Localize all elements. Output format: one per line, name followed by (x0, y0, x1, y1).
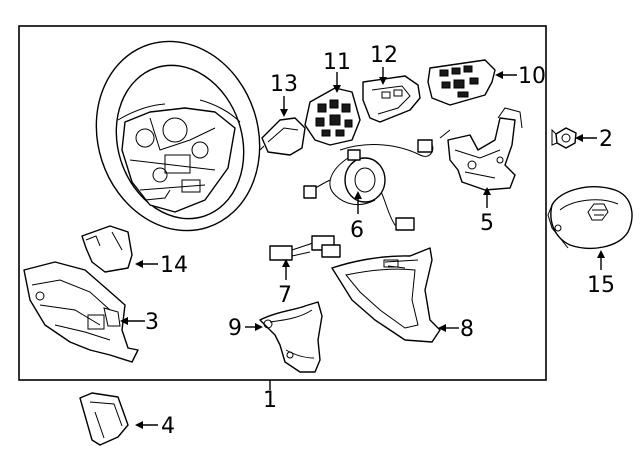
callout-11: 11 (323, 50, 351, 75)
callout-3: 3 (145, 310, 159, 335)
spoke-cover-part-8 (331, 247, 441, 343)
callout-10: 10 (518, 64, 546, 89)
harness-part-7 (269, 235, 341, 261)
callout-6: 6 (350, 218, 364, 243)
callout-9: 9 (228, 316, 242, 341)
right-switch-part-10 (427, 59, 496, 106)
callout-15: 15 (587, 273, 615, 298)
callout-4: 4 (161, 414, 175, 439)
callout-1: 1 (263, 388, 277, 413)
callout-8: 8 (460, 317, 474, 342)
trim-part-4 (79, 392, 129, 446)
callout-7: 7 (278, 283, 292, 308)
wiring-harness-part-6 (303, 139, 434, 231)
switch-cover-part-13 (259, 117, 306, 156)
callout-14: 14 (160, 253, 188, 278)
airbag-module-part-15 (547, 186, 633, 249)
switch-bezel-part-12 (362, 75, 421, 123)
callout-5: 5 (480, 211, 494, 236)
bracket-part-5 (439, 107, 523, 191)
assembly-frame (18, 25, 547, 381)
lower-trim-part-9 (259, 301, 323, 373)
left-switch-part-11 (304, 87, 361, 146)
callout-13: 13 (270, 72, 298, 97)
callout-12: 12 (370, 43, 398, 68)
steering-wheel (95, 40, 261, 232)
small-cover-part-14 (81, 225, 133, 273)
screw-part-2 (551, 127, 577, 149)
callout-2: 2 (599, 127, 613, 152)
column-cover-part-3 (23, 261, 139, 363)
